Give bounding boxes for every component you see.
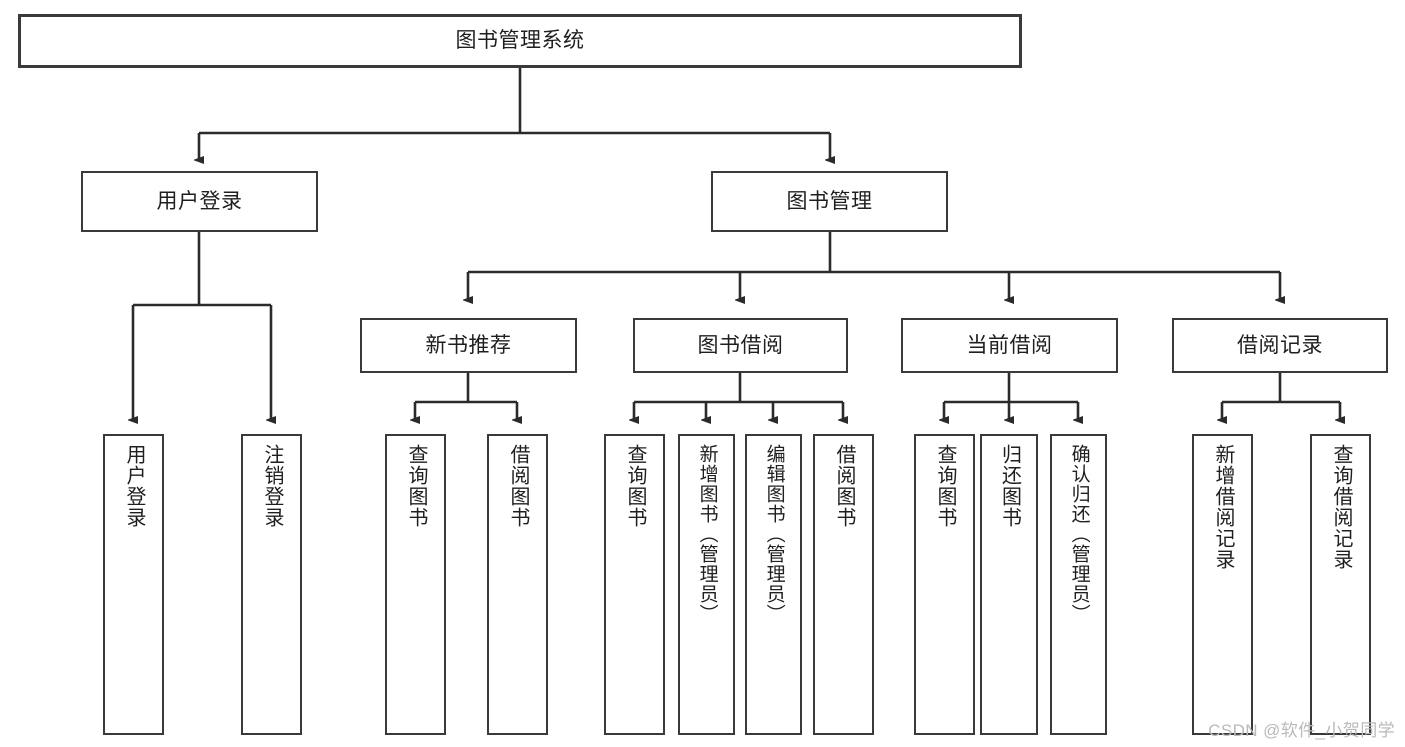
leaf-query-book-current[interactable]: 查询图书 — [914, 434, 975, 735]
node-label: 查询图书 — [624, 444, 646, 528]
node-label: 归还图书 — [998, 444, 1021, 528]
node-book-borrow[interactable]: 图书借阅 — [633, 318, 848, 373]
leaf-query-borrow-record[interactable]: 查询借阅记录 — [1310, 434, 1371, 735]
node-label: 当前借阅 — [966, 333, 1053, 357]
leaf-logout[interactable]: 注销登录 — [241, 434, 302, 735]
node-current-borrow[interactable]: 当前借阅 — [901, 318, 1118, 373]
leaf-add-book-admin[interactable]: 新增图书（管理员） — [678, 434, 735, 735]
leaf-confirm-return-admin[interactable]: 确认归还（管理员） — [1050, 434, 1107, 735]
node-label: 确认归还（管理员） — [1068, 444, 1090, 624]
node-label: 借阅记录 — [1237, 333, 1323, 357]
node-new-book-recommend[interactable]: 新书推荐 — [360, 318, 577, 373]
node-label: 用户登录 — [156, 189, 243, 213]
node-label: 图书借阅 — [697, 333, 784, 357]
leaf-query-book-borrow[interactable]: 查询图书 — [604, 434, 665, 735]
node-label: 注销登录 — [261, 444, 283, 528]
leaf-return-book[interactable]: 归还图书 — [980, 434, 1038, 735]
node-label: 图书管理系统 — [455, 29, 585, 53]
node-label: 借阅图书 — [833, 444, 855, 528]
node-label: 查询图书 — [405, 444, 427, 528]
node-borrow-record[interactable]: 借阅记录 — [1172, 318, 1388, 373]
leaf-user-login[interactable]: 用户登录 — [103, 434, 164, 735]
node-label: 用户登录 — [123, 444, 145, 528]
node-label: 新增图书（管理员） — [696, 444, 718, 624]
node-label: 编辑图书（管理员） — [763, 444, 785, 624]
leaf-add-borrow-record[interactable]: 新增借阅记录 — [1192, 434, 1253, 735]
node-book-management[interactable]: 图书管理 — [711, 171, 948, 232]
node-label: 查询借阅记录 — [1330, 444, 1352, 570]
node-root-system[interactable]: 图书管理系统 — [18, 14, 1022, 68]
node-label: 新书推荐 — [425, 333, 512, 357]
leaf-borrow-book[interactable]: 借阅图书 — [813, 434, 874, 735]
node-label: 查询图书 — [934, 444, 956, 528]
node-label: 新增借阅记录 — [1212, 444, 1234, 570]
node-label: 图书管理 — [786, 189, 873, 213]
node-user-login[interactable]: 用户登录 — [81, 171, 318, 232]
watermark-text: CSDN @软件_小贺同学 — [1208, 721, 1395, 740]
leaf-borrow-book-recommend[interactable]: 借阅图书 — [487, 434, 548, 735]
node-label: 借阅图书 — [507, 444, 529, 528]
leaf-query-book-recommend[interactable]: 查询图书 — [385, 434, 446, 735]
leaf-edit-book-admin[interactable]: 编辑图书（管理员） — [745, 434, 802, 735]
